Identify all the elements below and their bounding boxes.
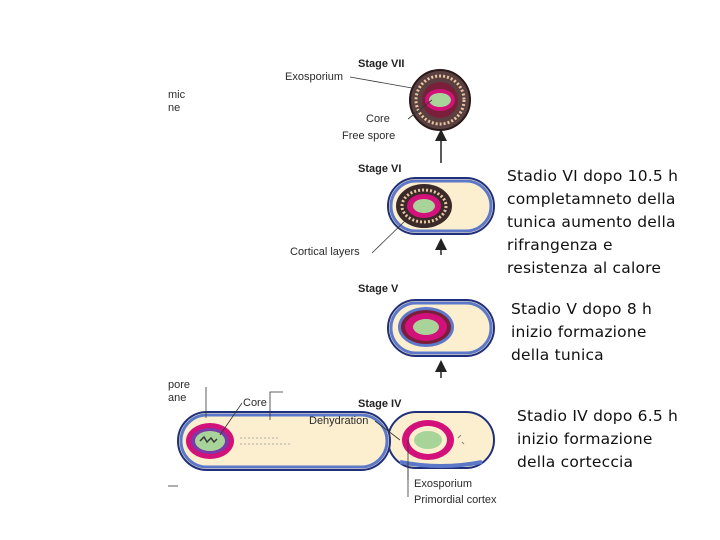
note-stage5-line-3: della tunica [511, 346, 604, 364]
dehydration-label: Dehydration [309, 415, 369, 427]
free-spore-label: Free spore [342, 130, 396, 142]
note-stage4-line-2: inizio formazione [517, 430, 653, 448]
note-stage4-line-3: della corteccia [517, 453, 634, 471]
note-stage5: Stadio V dopo 8 h inizio formazione dell… [511, 298, 652, 367]
stage5-title: Stage V [358, 283, 399, 295]
note-stage6-line-1: Stadio VI dopo 10.5 h [507, 167, 679, 185]
stage4-title: Stage IV [358, 398, 402, 410]
note-stage6: Stadio VI dopo 10.5 h completamneto dell… [507, 165, 678, 280]
cut-label-mid-2: ane [168, 392, 187, 404]
cut-label-top-1: mic [168, 89, 186, 101]
core-left-label: Core [243, 397, 267, 409]
note-stage6-line-2: completamneto della [507, 190, 676, 208]
stage6-cell [387, 177, 495, 235]
note-stage6-line-4: rifrangenza e [507, 236, 613, 254]
cortical-layers-label: Cortical layers [290, 246, 360, 258]
stage4-cell [387, 411, 495, 469]
primordial-cortex-label: Primordial cortex [414, 494, 497, 506]
note-stage5-line-1: Stadio V dopo 8 h [511, 300, 653, 318]
note-stage6-line-5: resistenza al calore [507, 259, 662, 277]
note-stage4: Stadio IV dopo 6.5 h inizio formazione d… [517, 405, 678, 474]
stage7-free-spore [409, 69, 471, 131]
stage5-cell [387, 299, 495, 357]
exosporium-bottom-label: Exosporium [414, 478, 473, 490]
leader-lines [168, 76, 433, 497]
note-stage4-line-1: Stadio IV dopo 6.5 h [517, 407, 679, 425]
core-top-label: Core [366, 113, 390, 125]
stage6-title: Stage VI [358, 163, 402, 175]
note-stage5-line-2: inizio formazione [511, 323, 647, 341]
cut-label-top-2: ne [168, 102, 181, 114]
cut-label-mid-1: pore [168, 379, 191, 391]
note-stage6-line-3: tunica aumento della [507, 213, 676, 231]
stage7-title: Stage VII [358, 58, 405, 70]
exosporium-top-label: Exosporium [285, 71, 344, 83]
